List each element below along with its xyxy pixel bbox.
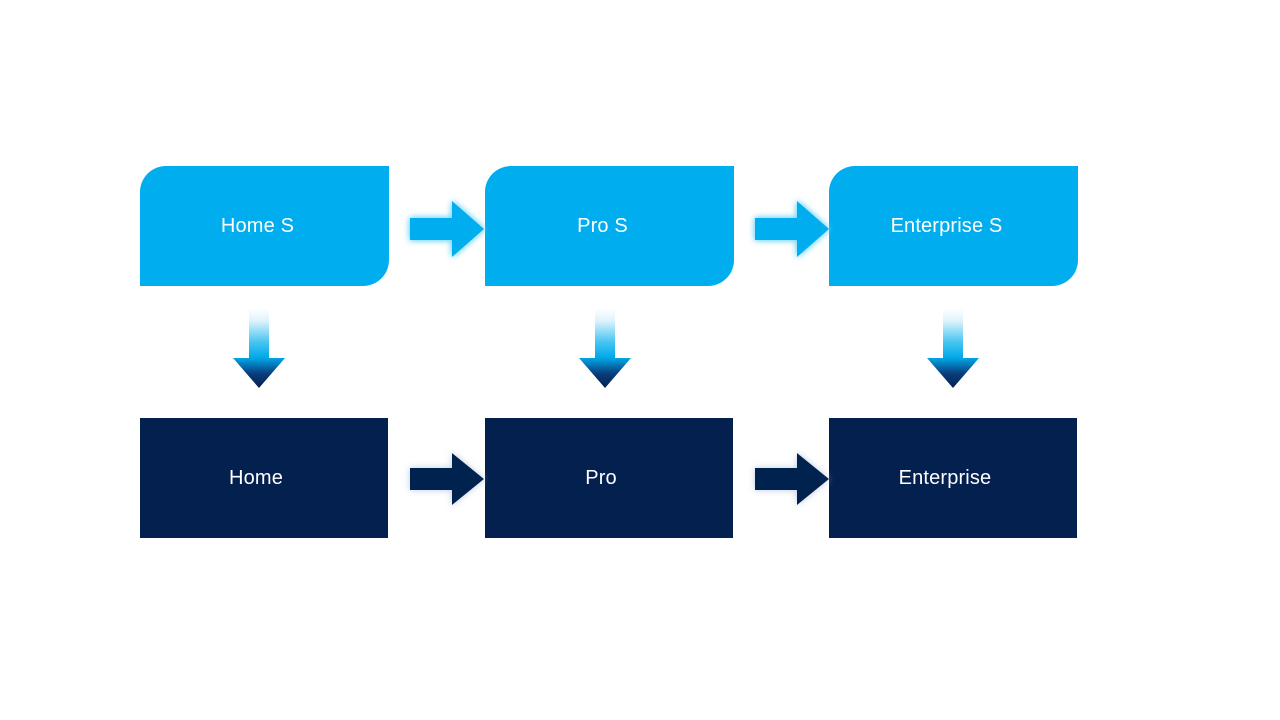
node-home-s[interactable]: Home S xyxy=(140,166,389,286)
arrow-down-icon-home-s-to-home xyxy=(231,306,287,390)
arrow-right-icon-home-s-to-pro-s xyxy=(406,198,486,260)
node-pro-s-label: Pro S xyxy=(577,215,628,237)
node-enterprise[interactable]: Enterprise xyxy=(829,418,1077,538)
arrow-right-icon-pro-to-enterprise xyxy=(751,450,831,508)
arrow-down-icon-pro-s-to-pro xyxy=(577,306,633,390)
node-home-label: Home xyxy=(229,467,283,489)
arrow-right-icon-pro-s-to-enterprise-s xyxy=(751,198,831,260)
node-pro[interactable]: Pro xyxy=(485,418,733,538)
node-pro-label: Pro xyxy=(585,467,617,489)
node-enterprise-label: Enterprise xyxy=(898,467,992,489)
node-home[interactable]: Home xyxy=(140,418,388,538)
arrow-right-icon-home-to-pro xyxy=(406,450,486,508)
node-enterprise-s[interactable]: Enterprise S xyxy=(829,166,1078,286)
node-enterprise-s-label: Enterprise S xyxy=(890,215,1003,237)
node-home-s-label: Home S xyxy=(220,215,295,237)
node-pro-s[interactable]: Pro S xyxy=(485,166,734,286)
arrow-down-icon-enterprise-s-to-enterprise xyxy=(925,306,981,390)
